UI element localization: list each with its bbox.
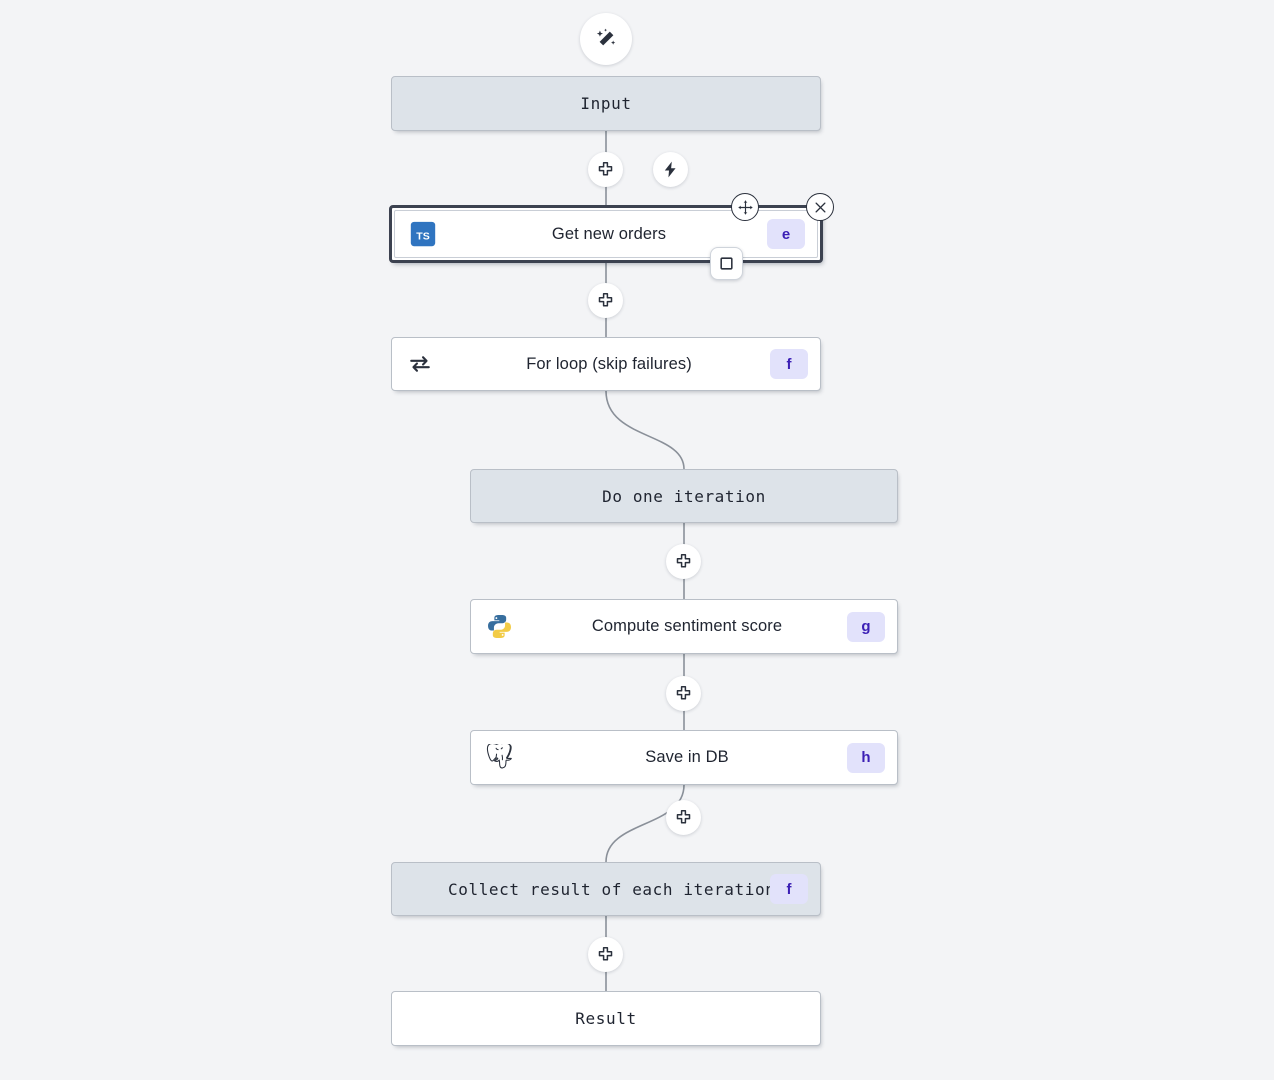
node-icon-slot bbox=[471, 613, 527, 640]
loop-icon bbox=[410, 356, 430, 372]
plus-icon bbox=[676, 685, 691, 700]
typescript-icon: TS bbox=[410, 221, 436, 247]
node-label: Save in DB bbox=[645, 748, 729, 766]
node-icon-slot bbox=[471, 744, 527, 771]
node-label: Result bbox=[575, 1009, 637, 1028]
plus-icon bbox=[676, 553, 691, 568]
add-step-button-2[interactable] bbox=[588, 283, 623, 318]
node-icon-slot: TS bbox=[395, 221, 451, 247]
lightning-bolt-icon bbox=[664, 161, 676, 178]
node-icon-slot bbox=[392, 350, 448, 378]
move-node-handle[interactable] bbox=[731, 193, 759, 221]
node-result[interactable]: Result bbox=[391, 991, 821, 1046]
plus-icon bbox=[676, 809, 691, 824]
add-trigger-button[interactable] bbox=[653, 152, 688, 187]
add-step-button-5[interactable] bbox=[666, 800, 701, 835]
node-do-one-iteration[interactable]: Do one iteration bbox=[470, 469, 898, 523]
close-node-button[interactable] bbox=[806, 193, 834, 221]
node-label: Get new orders bbox=[551, 224, 667, 243]
node-label: Input bbox=[580, 94, 632, 113]
plus-icon bbox=[598, 292, 613, 307]
node-label: Do one iteration bbox=[602, 486, 766, 506]
magic-wand-button[interactable] bbox=[580, 13, 632, 65]
python-icon bbox=[487, 614, 511, 639]
square-icon bbox=[720, 257, 733, 270]
node-badge[interactable]: f bbox=[770, 349, 808, 379]
branch-node-button[interactable] bbox=[710, 247, 743, 280]
plus-icon bbox=[598, 946, 613, 961]
node-badge[interactable]: h bbox=[847, 742, 885, 773]
move-icon bbox=[738, 200, 752, 214]
node-for-loop[interactable]: For loop (skip failures) f bbox=[391, 337, 821, 391]
node-collect-result[interactable]: Collect result of each iteration f bbox=[391, 862, 821, 916]
postgresql-icon bbox=[486, 744, 512, 769]
node-save-in-db[interactable]: Save in DB h bbox=[470, 730, 898, 785]
node-badge[interactable]: g bbox=[847, 611, 885, 642]
close-icon bbox=[815, 202, 825, 212]
add-step-button-1[interactable] bbox=[588, 152, 623, 187]
node-get-new-orders[interactable]: TS Get new orders e bbox=[389, 205, 823, 263]
node-label: Compute sentiment score bbox=[591, 617, 783, 635]
plus-icon bbox=[598, 161, 613, 176]
add-step-button-6[interactable] bbox=[588, 937, 623, 972]
node-label: Collect result of each iteration bbox=[448, 879, 770, 899]
node-input[interactable]: Input bbox=[391, 76, 821, 131]
magic-wand-icon bbox=[596, 28, 616, 46]
svg-text:TS: TS bbox=[416, 230, 429, 242]
node-badge[interactable]: f bbox=[770, 874, 808, 904]
add-step-button-3[interactable] bbox=[666, 544, 701, 579]
node-compute-sentiment-score[interactable]: Compute sentiment score g bbox=[470, 599, 898, 654]
add-step-button-4[interactable] bbox=[666, 676, 701, 711]
node-label: For loop (skip failures) bbox=[526, 354, 692, 373]
node-badge[interactable]: e bbox=[767, 219, 805, 249]
